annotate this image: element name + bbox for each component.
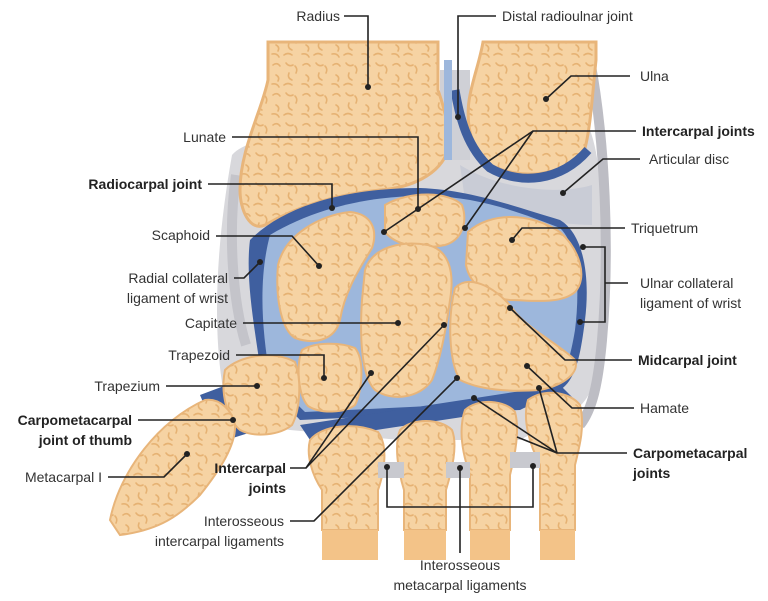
leader-midcarpal-dot <box>507 305 513 311</box>
metacarpal-shafts <box>322 530 575 560</box>
label-articular-disc: Articular disc <box>649 151 729 167</box>
label-metacarpal-1: Metacarpal I <box>25 469 102 485</box>
leader-ulnar-collateral-dot-a <box>580 244 586 250</box>
label-radial-collateral-line1: Radial collateral <box>128 270 228 286</box>
leader-cmc-dot-a <box>471 395 477 401</box>
label-ulnar-collateral-line1: Ulnar collateral <box>640 275 733 291</box>
label-intercarpal-bottom-line1: Intercarpal <box>214 460 286 476</box>
leader-hamate-dot <box>524 363 530 369</box>
label-triquetrum: Triquetrum <box>631 220 698 236</box>
label-scaphoid: Scaphoid <box>152 227 210 243</box>
leader-interosseous-intercarpal <box>290 377 458 522</box>
label-intercarpal-joints-top: Intercarpal joints <box>642 123 755 139</box>
label-cmc-joints-line2: joints <box>632 465 671 481</box>
ulna-bone <box>466 40 598 176</box>
label-radial-collateral-line2: ligament of wrist <box>127 290 228 306</box>
leader-intercarpal-top-dot-a <box>381 229 387 235</box>
leader-metacarpal-1 <box>108 453 188 478</box>
radial-collateral-ligament <box>226 174 251 347</box>
leader-radiocarpal <box>208 183 333 208</box>
leader-radial-collateral-dot <box>257 259 263 265</box>
leader-interosseous-metacarpal-dot-a <box>384 464 390 470</box>
leader-metacarpal-1-dot <box>184 451 190 457</box>
label-midcarpal-joint: Midcarpal joint <box>638 352 737 368</box>
carpometacarpal-cavity <box>300 385 575 440</box>
leader-lines <box>108 15 640 553</box>
label-ulnar-collateral-line2: ligament of wrist <box>640 295 741 311</box>
metacarpal-3-bone <box>396 420 456 531</box>
leader-radius-dot <box>365 84 371 90</box>
leader-hamate <box>526 365 634 409</box>
distal-radioulnar-joint-space <box>450 89 592 183</box>
leader-interosseous-metacarpal <box>386 466 534 553</box>
leader-scaphoid <box>216 235 320 267</box>
label-cmc-thumb-line2: joint of thumb <box>38 432 132 448</box>
leader-lunate <box>232 136 419 209</box>
label-lunate: Lunate <box>183 129 226 145</box>
forearm-bones <box>238 40 598 228</box>
leader-midcarpal <box>509 307 632 361</box>
label-interosseous-metacarpal-line1: Interosseous <box>420 557 500 573</box>
label-interosseous-intercarpal-line1: Interosseous <box>204 513 284 529</box>
articular-disc <box>460 165 592 225</box>
label-cmc-joints-line1: Carpometacarpal <box>633 445 747 461</box>
leader-capitate-dot <box>395 320 401 326</box>
leader-radial-collateral <box>234 261 261 279</box>
label-ulna: Ulna <box>640 68 669 84</box>
leader-interosseous-metacarpal-dot-b <box>457 465 463 471</box>
label-trapezoid: Trapezoid <box>168 347 230 363</box>
label-cmc-thumb-line1: Carpometacarpal <box>18 412 132 428</box>
leader-ulnar-collateral <box>580 246 606 323</box>
label-intercarpal-bottom-line2: joints <box>248 480 287 496</box>
leader-cmc-c <box>516 436 558 454</box>
leader-intercarpal-bottom-dot-b <box>441 322 447 328</box>
carpal-bones <box>222 193 583 436</box>
labels: Radius Distal radioulnar joint Ulna Luna… <box>18 8 755 593</box>
lunate-bone <box>384 193 466 248</box>
leader-intercarpal-bottom-dot-a <box>368 370 374 376</box>
trapezoid-bone <box>297 342 363 413</box>
hamate-bone <box>449 280 577 392</box>
label-interosseous-intercarpal-line2: intercarpal ligaments <box>155 533 284 549</box>
leader-radiocarpal-dot <box>329 205 335 211</box>
label-radius: Radius <box>296 8 340 24</box>
leader-articular-disc-dot <box>560 190 566 196</box>
scaphoid-bone <box>276 210 376 342</box>
leader-distal-radioulnar-dot <box>455 114 461 120</box>
leader-intercarpal-bottom-b <box>305 324 445 469</box>
label-trapezium: Trapezium <box>94 378 160 394</box>
leader-ulnar-collateral-dot-b <box>577 319 583 325</box>
leader-trapezoid-dot <box>321 375 327 381</box>
capitate-bone <box>360 242 453 398</box>
leader-cmc-b <box>538 387 558 454</box>
leader-ulna <box>545 75 630 100</box>
leader-interosseous-metacarpal-dot-c <box>530 463 536 469</box>
leader-trapezium-dot <box>254 383 260 389</box>
leader-cmc-thumb-dot <box>230 417 236 423</box>
label-interosseous-metacarpal-line2: metacarpal ligaments <box>393 577 526 593</box>
leader-ulna-dot <box>543 96 549 102</box>
label-distal-radioulnar-joint: Distal radioulnar joint <box>502 8 633 24</box>
label-hamate: Hamate <box>640 400 689 416</box>
leader-intercarpal-top-b <box>464 130 534 229</box>
leader-cmc-dot-b <box>536 385 542 391</box>
label-capitate: Capitate <box>185 315 237 331</box>
leader-distal-radioulnar <box>457 15 496 117</box>
label-radiocarpal-joint: Radiocarpal joint <box>88 176 202 192</box>
leader-interosseous-intercarpal-dot <box>454 375 460 381</box>
leader-triquetrum <box>511 227 625 241</box>
leader-articular-disc <box>562 158 640 194</box>
leader-scaphoid-dot <box>316 263 322 269</box>
leader-intercarpal-top-dot-b <box>462 225 468 231</box>
leader-trapezoid <box>236 354 325 378</box>
leader-triquetrum-dot <box>509 237 515 243</box>
leader-radius <box>344 15 369 87</box>
